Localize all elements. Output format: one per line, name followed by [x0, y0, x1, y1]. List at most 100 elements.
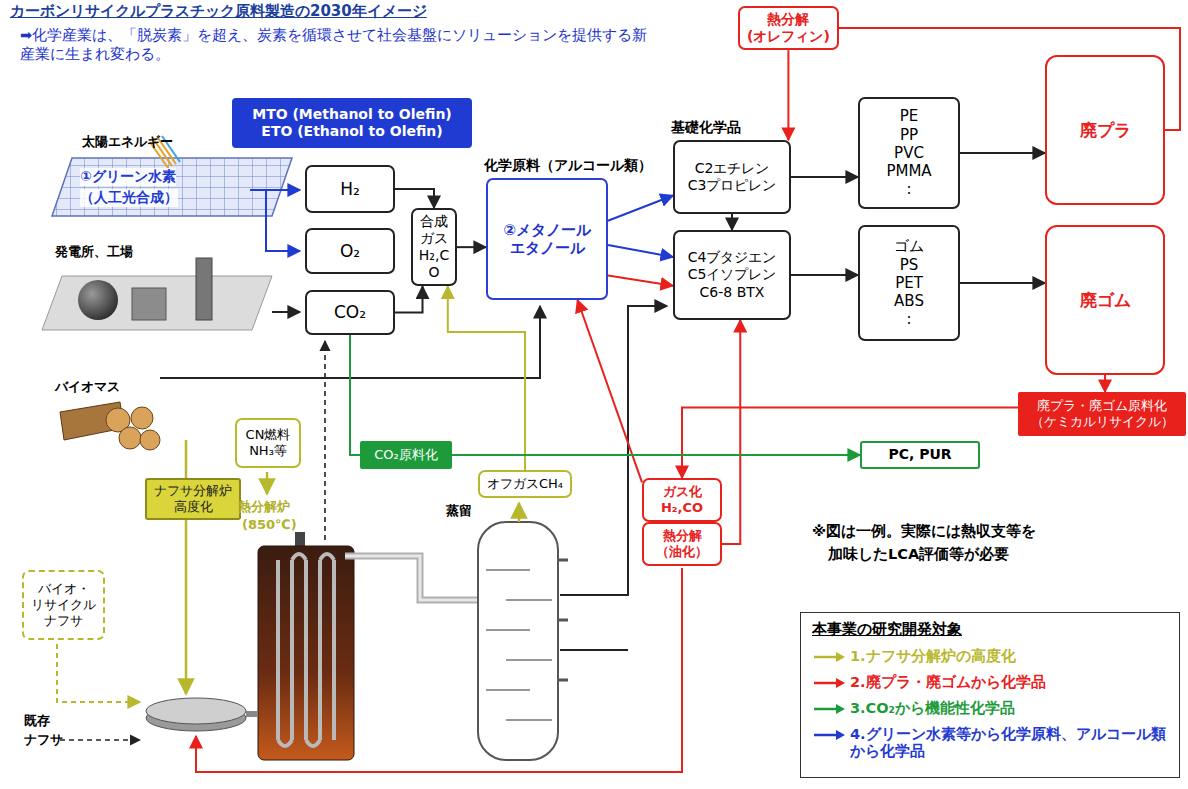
- node-text: エタノール: [510, 239, 585, 257]
- node-text: NH₃等: [249, 443, 287, 459]
- product-box: ゴムPSPETABS:: [858, 225, 960, 341]
- node-text: C3プロピレン: [688, 177, 777, 194]
- node-text: ナフサ分解炉: [154, 483, 232, 499]
- node-text: CN燃料: [246, 427, 291, 443]
- process-box: ガス化H₂,CO: [642, 478, 722, 522]
- node-text: 廃ゴム: [1080, 290, 1131, 311]
- node-text: C5イソプレン: [688, 266, 777, 283]
- node-text: PS: [900, 256, 919, 274]
- syngas-box: 合成ガスH₂,CO: [411, 208, 457, 286]
- legend-item: 2.廃プラ・廃ゴムから化学品: [812, 674, 1170, 691]
- node-text: 合成ガス: [415, 213, 453, 247]
- feed-label: ナフサ: [24, 731, 63, 749]
- basic-chemical-box: C4ブタジエンC5イソプレンC6-8 BTX: [673, 230, 791, 320]
- source-label: バイオマス: [55, 378, 120, 396]
- power-plant: [42, 258, 272, 330]
- node-text: CO₂原料化: [374, 447, 438, 463]
- material-box: O₂: [305, 228, 395, 274]
- offgas-box: オフガスCH₄: [478, 470, 572, 498]
- flow-arrow: [457, 246, 486, 248]
- node-text: :: [906, 180, 911, 198]
- feed-distributor: [146, 698, 258, 731]
- equipment-label: 熱分解炉: [238, 498, 290, 516]
- swatch-line: [814, 708, 838, 711]
- swatch-head: [836, 678, 845, 688]
- legend-heading: 本事業の研究開発対象: [812, 620, 962, 639]
- flow-arrow: [960, 152, 1045, 154]
- node-text: PC, PUR: [888, 446, 951, 463]
- legend-text: 3.CO₂から機能性化学品: [850, 700, 1170, 717]
- node-text: ETO (Ethanol to Olefin): [261, 123, 442, 140]
- swatch-line: [814, 656, 838, 659]
- node-text: PET: [895, 274, 923, 292]
- node-text: ナフサ: [44, 613, 83, 629]
- node-text: C4ブタジエン: [688, 249, 777, 266]
- node-text: H₂: [340, 179, 360, 200]
- waste-box: 廃プラ: [1045, 55, 1165, 205]
- note: ※図は一例。実際には熱収支等を: [812, 522, 1036, 541]
- biomass-logs: [60, 402, 160, 450]
- flow-arrow: [608, 245, 673, 257]
- fuel-box: CN燃料NH₃等: [235, 418, 301, 468]
- node-text: CO₂: [334, 302, 366, 323]
- legend-swatch: [812, 677, 846, 689]
- waste-box: 廃ゴム: [1045, 225, 1165, 375]
- source-label: （人工光合成）: [80, 189, 178, 207]
- node-text: PMMA: [886, 162, 931, 180]
- node-text: 熱分解: [663, 528, 702, 544]
- node-text: 廃プラ: [1080, 120, 1131, 141]
- co2-use-box: CO₂原料化: [360, 441, 452, 469]
- legend-swatch: [812, 651, 846, 663]
- flow-arrow: [608, 276, 673, 286]
- legend-text: 1.ナフサ分解炉の高度化: [850, 648, 1170, 665]
- node-text: （油化）: [656, 544, 708, 560]
- swatch-line: [814, 682, 838, 685]
- naphtha-box: バイオ・リサイクルナフサ: [22, 570, 105, 640]
- process-box: 熱分解（油化）: [642, 522, 722, 566]
- node-text: バイオ・: [38, 581, 90, 597]
- node-text: H₂,CO: [415, 247, 453, 281]
- node-text: 熱分解: [767, 11, 809, 28]
- flow-arrow: [791, 274, 858, 276]
- flow-arrow: [787, 50, 789, 140]
- equipment-label: (850℃): [242, 517, 297, 532]
- legend-item: 1.ナフサ分解炉の高度化: [812, 648, 1170, 665]
- upgrade-box: ナフサ分解炉高度化: [145, 478, 241, 520]
- feed-label: 既存: [24, 712, 50, 730]
- swatch-head: [836, 704, 845, 714]
- flow-arrow: [395, 286, 423, 312]
- material-box: CO₂: [305, 290, 395, 335]
- node-text: 高度化: [174, 499, 213, 515]
- node-text: オフガスCH₄: [487, 476, 563, 492]
- process-banner: MTO (Methanol to Olefin)ETO (Ethanol to …: [232, 98, 472, 148]
- legend-text: 2.廃プラ・廃ゴムから化学品: [850, 674, 1170, 691]
- node-text: (オレフィン): [747, 28, 830, 45]
- flow-arrow: [395, 189, 434, 208]
- legend-swatch: [812, 703, 846, 715]
- flow-arrow: [722, 320, 740, 544]
- process-box: 熱分解(オレフィン): [738, 6, 839, 50]
- source-label: 太陽エネルギー: [82, 133, 173, 151]
- node-text: PE: [900, 107, 919, 125]
- node-heading: 化学原料（アルコール類）: [484, 157, 652, 174]
- node-text: MTO (Methanol to Olefin): [252, 106, 452, 123]
- node-text: C2エチレン: [695, 160, 770, 177]
- node-text: リサイクル: [31, 597, 96, 613]
- product-box: PEPPPVCPMMA:: [858, 97, 960, 209]
- subtitle: ➡化学産業は、「脱炭素」を超え、炭素を循環させて社会基盤にソリューションを提供す…: [20, 26, 660, 64]
- node-text: C6-8 BTX: [700, 284, 765, 301]
- alcohol-box: 化学原料（アルコール類）②メタノールエタノール: [486, 178, 608, 300]
- legend-text: 4.グリーン水素等から化学原料、アルコール類から化学品: [850, 726, 1170, 761]
- product-box: PC, PUR: [860, 441, 980, 469]
- node-text: ②メタノール: [503, 221, 591, 239]
- flow-arrow: [682, 407, 1018, 478]
- node-text: 廃プラ・廃ゴム原料化: [1037, 398, 1167, 414]
- node-text: ゴム: [894, 237, 924, 255]
- swatch-line: [814, 734, 838, 737]
- node-text: ABS: [894, 292, 924, 310]
- flow-arrow: [791, 176, 858, 178]
- node-text: O₂: [340, 241, 360, 262]
- node-text: （ケミカルリサイクル）: [1031, 414, 1174, 430]
- flow-arrow: [731, 214, 733, 230]
- node-heading: 基礎化学品: [671, 119, 741, 136]
